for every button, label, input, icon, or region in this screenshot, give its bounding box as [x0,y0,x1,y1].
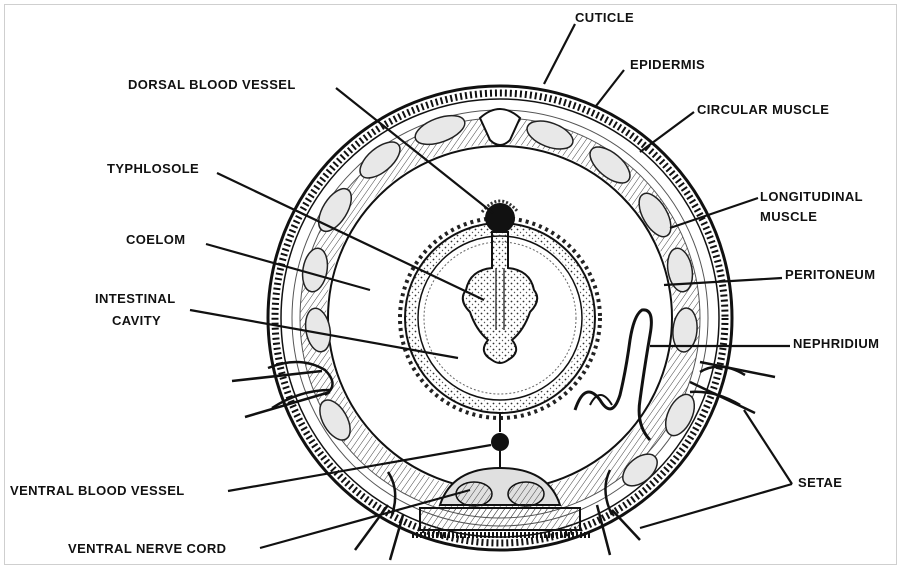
ventral-nerve-cord [410,466,590,538]
label-dorsal-blood-vessel: DORSAL BLOOD VESSEL [128,77,296,92]
label-nephridium: NEPHRIDIUM [793,336,880,351]
label-setae: SETAE [798,475,843,490]
label-circular-muscle: CIRCULAR MUSCLE [697,102,830,117]
label-epidermis: EPIDERMIS [630,57,706,72]
label-peritoneum: PERITONEUM [785,267,876,282]
leader-lines [189,23,793,550]
label-typhlosole: TYPHLOSOLE [107,161,200,176]
dorsal-blood-vessel [485,203,515,233]
label-intestinal-cavity-line2: CAVITY [112,313,162,328]
label-coelom: COELOM [126,232,186,247]
label-intestinal-cavity-line1: INTESTINAL [95,291,176,306]
label-ventral-nerve-cord: VENTRAL NERVE CORD [68,541,227,556]
longitudinal-muscle-blocks [301,114,698,487]
typhlosole [461,231,539,364]
nephridium [573,308,653,442]
label-cuticle: CUTICLE [575,10,635,25]
label-longitudinal-muscle-line1: LONGITUDINAL [760,189,864,204]
label-longitudinal-muscle-line2: MUSCLE [760,209,818,224]
label-ventral-blood-vessel: VENTRAL BLOOD VESSEL [10,483,185,498]
setae [231,360,776,561]
ventral-blood-vessel [491,433,509,451]
